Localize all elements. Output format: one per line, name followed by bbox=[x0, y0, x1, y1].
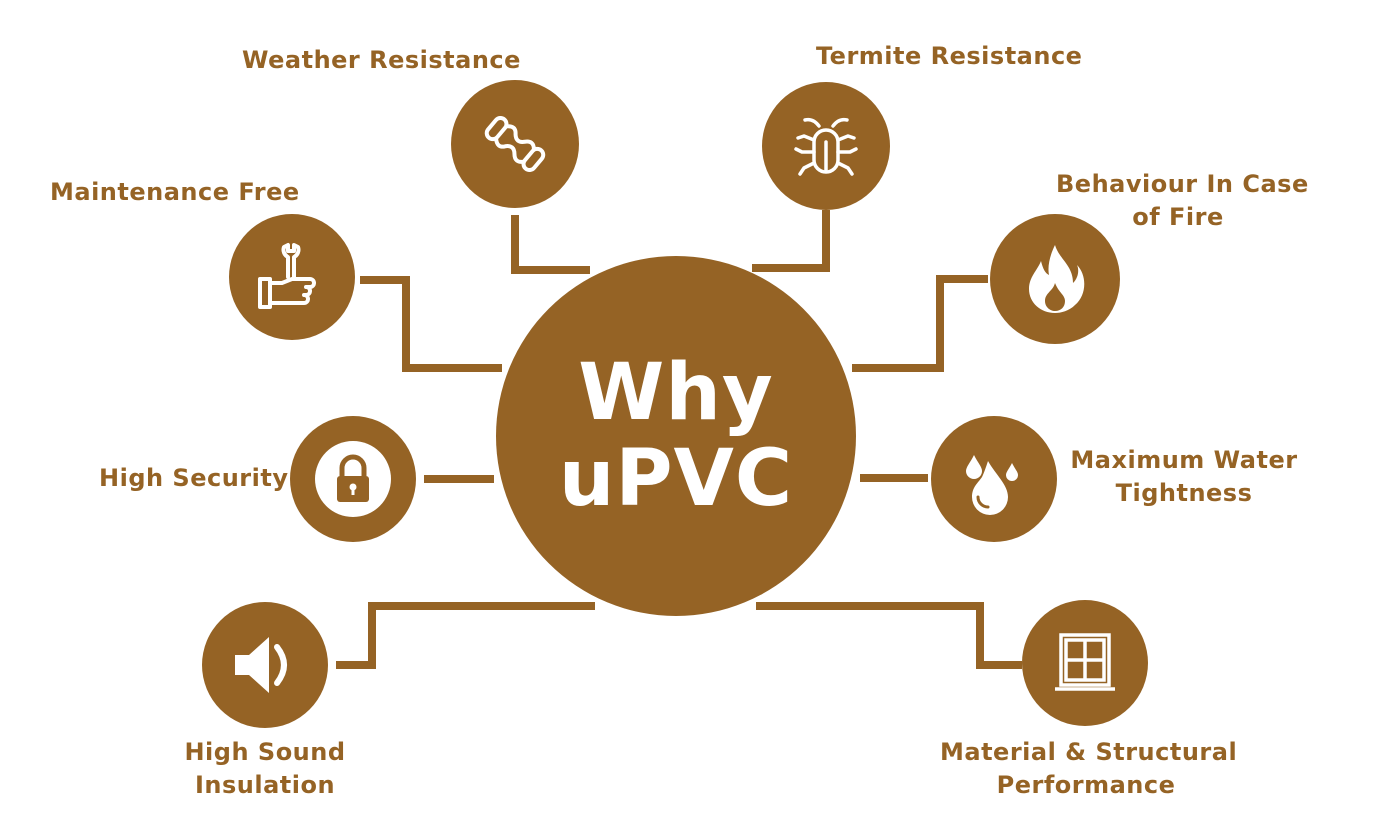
label-weather-resistance: Weather Resistance bbox=[242, 46, 521, 74]
hub-title-line2: uPVC bbox=[558, 434, 794, 524]
water-drops-icon bbox=[966, 455, 1018, 515]
hub-title-line1: Why bbox=[578, 348, 774, 438]
node-material-performance bbox=[1022, 600, 1148, 726]
label-high-security: High Security bbox=[99, 464, 289, 492]
label-sound-insulation: High Sound Insulation bbox=[184, 738, 346, 799]
window-frame-icon bbox=[1055, 633, 1115, 691]
node-fire-behaviour bbox=[990, 214, 1120, 344]
connector-fire bbox=[852, 275, 988, 372]
node-weather-resistance bbox=[451, 80, 579, 208]
label-maintenance-free: Maintenance Free bbox=[50, 178, 300, 206]
connector-sound bbox=[336, 602, 595, 669]
padlock-icon bbox=[315, 441, 391, 517]
connector-material bbox=[756, 602, 1022, 669]
speaker-icon bbox=[235, 637, 287, 693]
node-high-security bbox=[290, 416, 416, 542]
node-maintenance-free bbox=[229, 214, 355, 340]
label-water-tightness: Maximum Water Tightness bbox=[1070, 446, 1298, 507]
label-material-performance: Material & Structural Performance bbox=[940, 738, 1238, 799]
label-termite-resistance: Termite Resistance bbox=[816, 42, 1083, 70]
label-fire-behaviour: Behaviour In Case of Fire bbox=[1056, 170, 1309, 231]
connector-weather bbox=[511, 215, 590, 274]
node-sound-insulation bbox=[202, 602, 328, 728]
hub-circle: Why uPVC bbox=[496, 256, 856, 616]
flame-icon bbox=[1029, 245, 1085, 313]
connector-termite bbox=[752, 210, 830, 272]
termite-icon bbox=[794, 117, 858, 176]
weather-strip-icon bbox=[484, 115, 546, 173]
node-water-tightness bbox=[931, 416, 1057, 542]
wrench-hand-icon bbox=[258, 243, 316, 309]
connector-maintenance bbox=[360, 276, 502, 372]
node-termite-resistance bbox=[762, 82, 890, 210]
